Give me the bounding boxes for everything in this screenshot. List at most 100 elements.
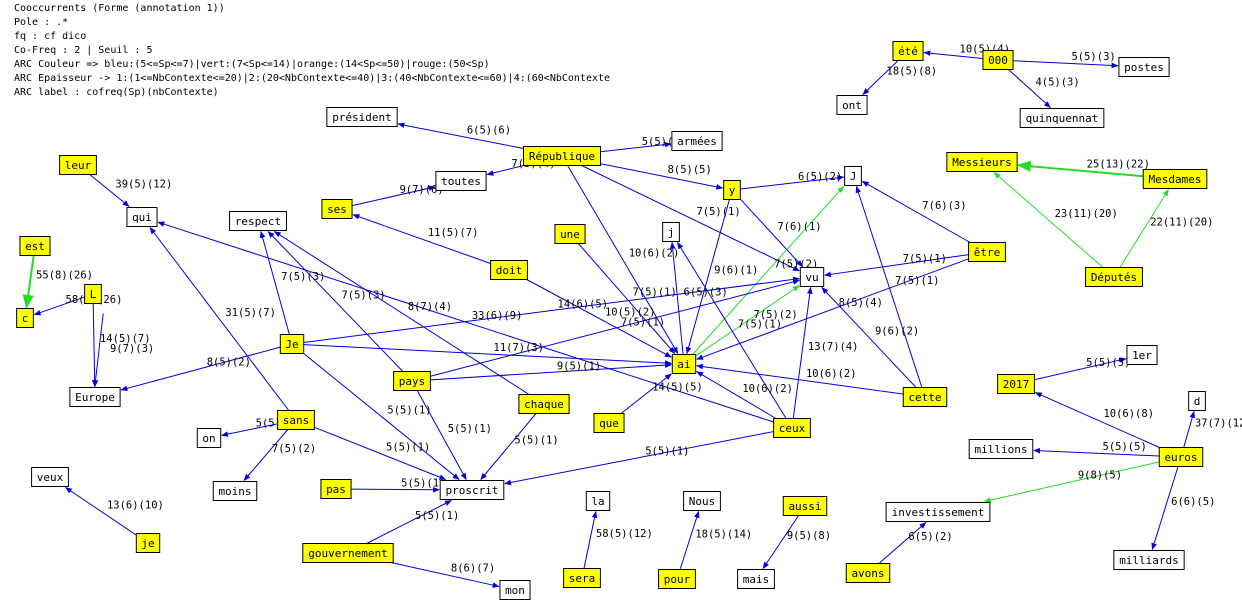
node-box bbox=[1142, 169, 1208, 189]
node-y[interactable]: y bbox=[723, 180, 741, 200]
edge-label-sans-qui: 31(5)(7) bbox=[225, 307, 276, 319]
edge-ceux-j bbox=[677, 241, 787, 419]
node-republique[interactable]: République bbox=[523, 146, 601, 166]
node-d[interactable]: d bbox=[1188, 391, 1206, 411]
edge-sera-la bbox=[583, 510, 598, 569]
edge-chaque-respect bbox=[273, 231, 530, 395]
edge-label-etre-J: 7(6)(3) bbox=[922, 200, 966, 212]
node-la[interactable]: la bbox=[585, 491, 611, 511]
node-sans[interactable]: sans bbox=[277, 410, 315, 430]
node-ses[interactable]: ses bbox=[321, 199, 353, 219]
node-pays[interactable]: pays bbox=[393, 371, 431, 391]
node-messieurs[interactable]: Messieurs bbox=[946, 152, 1018, 172]
node-label: sans bbox=[283, 414, 310, 427]
node-label: président bbox=[332, 111, 392, 124]
edge-L-europe bbox=[92, 313, 104, 388]
node-que[interactable]: que bbox=[593, 413, 625, 433]
node-avons[interactable]: avons bbox=[845, 563, 891, 583]
node-euros[interactable]: euros bbox=[1158, 447, 1204, 467]
node-label: toutes bbox=[441, 175, 481, 188]
node-label: vu bbox=[805, 271, 818, 284]
node-label: on bbox=[202, 432, 215, 445]
node-mon[interactable]: mon bbox=[499, 580, 531, 600]
node-ceux[interactable]: ceux bbox=[773, 418, 811, 438]
node-1er[interactable]: 1er bbox=[1126, 345, 1158, 365]
node-doit[interactable]: doit bbox=[490, 260, 528, 280]
node-pas[interactable]: pas bbox=[320, 479, 352, 499]
node-millions[interactable]: millions bbox=[968, 439, 1034, 459]
edge-pays-proscrit bbox=[416, 390, 467, 481]
node-L[interactable]: L bbox=[84, 284, 102, 304]
node-etre[interactable]: être bbox=[968, 242, 1006, 262]
node-box bbox=[320, 479, 352, 499]
node-nous[interactable]: Nous bbox=[683, 491, 721, 511]
node-proscrit[interactable]: proscrit bbox=[439, 480, 505, 500]
edge-n000-quinquennat bbox=[1008, 69, 1051, 108]
edge-n000-ete bbox=[923, 50, 983, 59]
node-leur[interactable]: leur bbox=[59, 155, 97, 175]
edge-Je-proscrit bbox=[303, 353, 460, 480]
node-president[interactable]: président bbox=[326, 107, 398, 127]
node-respect[interactable]: respect bbox=[229, 211, 287, 231]
node-box bbox=[393, 371, 431, 391]
node-europe[interactable]: Europe bbox=[69, 387, 121, 407]
node-qui[interactable]: qui bbox=[126, 207, 158, 227]
node-label: d bbox=[1194, 395, 1201, 408]
node-j[interactable]: j bbox=[662, 222, 680, 242]
node-je[interactable]: je bbox=[135, 533, 161, 553]
edge-euros-n2017 bbox=[1034, 392, 1160, 448]
node-gouvernement[interactable]: gouvernement bbox=[302, 543, 394, 563]
node-n2017[interactable]: 2017 bbox=[997, 374, 1035, 394]
node-label: qui bbox=[132, 211, 152, 224]
node-une[interactable]: une bbox=[554, 224, 586, 244]
header-line: fq : cf dico bbox=[14, 31, 87, 42]
node-box bbox=[563, 568, 601, 588]
node-milliards[interactable]: milliards bbox=[1113, 550, 1185, 570]
node-mesdames[interactable]: Mesdames bbox=[1142, 169, 1208, 189]
edge-Je-vu bbox=[303, 276, 800, 343]
node-pour[interactable]: pour bbox=[658, 569, 696, 589]
edge-label-Je-vu: 14(6)(5) bbox=[558, 299, 609, 311]
node-est[interactable]: est bbox=[19, 236, 51, 256]
node-sera[interactable]: sera bbox=[563, 568, 601, 588]
node-cette[interactable]: cette bbox=[902, 387, 948, 407]
edge-y-vu bbox=[739, 198, 803, 268]
node-label: L bbox=[90, 288, 97, 301]
node-ete[interactable]: été bbox=[892, 41, 924, 61]
edge-ses-toutes bbox=[351, 185, 436, 207]
node-investissement[interactable]: investissement bbox=[885, 502, 991, 522]
node-ai[interactable]: ai bbox=[671, 354, 697, 374]
node-Je[interactable]: Je bbox=[279, 334, 305, 354]
node-armees[interactable]: armées bbox=[671, 131, 723, 151]
node-on[interactable]: on bbox=[196, 428, 222, 448]
node-n000[interactable]: 000 bbox=[982, 50, 1014, 70]
node-box bbox=[1019, 108, 1105, 128]
node-c[interactable]: c bbox=[16, 308, 34, 328]
node-J[interactable]: J bbox=[844, 166, 862, 186]
edge-label-leur-qui: 39(5)(12) bbox=[115, 179, 172, 191]
node-veux[interactable]: veux bbox=[31, 467, 69, 487]
node-moins[interactable]: moins bbox=[212, 481, 258, 501]
node-postes[interactable]: postes bbox=[1118, 57, 1170, 77]
node-label: Mesdames bbox=[1149, 173, 1202, 186]
edge-euros-milliards bbox=[1151, 466, 1179, 551]
edge-label-Je-proscrit: 5(5)(1) bbox=[387, 404, 431, 416]
node-box bbox=[1158, 447, 1204, 467]
node-vu[interactable]: vu bbox=[799, 267, 825, 287]
edge-label-pour-nous: 18(5)(14) bbox=[695, 529, 752, 541]
node-label: j bbox=[668, 226, 675, 239]
edge-label-ai-vu: 7(5)(2) bbox=[754, 309, 798, 321]
node-ont[interactable]: ont bbox=[836, 95, 868, 115]
node-label: doit bbox=[496, 264, 523, 277]
node-box bbox=[135, 533, 161, 553]
node-mais[interactable]: mais bbox=[737, 569, 775, 589]
node-aussi[interactable]: aussi bbox=[782, 496, 828, 516]
node-chaque[interactable]: chaque bbox=[518, 394, 570, 414]
node-toutes[interactable]: toutes bbox=[435, 171, 487, 191]
edge-label-gouvernement-mon: 8(6)(7) bbox=[451, 562, 495, 574]
node-quinquennat[interactable]: quinquennat bbox=[1019, 108, 1105, 128]
node-deputes[interactable]: Députés bbox=[1085, 267, 1143, 287]
node-box bbox=[593, 413, 625, 433]
node-box bbox=[126, 207, 158, 227]
edge-label-sera-la: 58(5)(12) bbox=[596, 528, 653, 540]
